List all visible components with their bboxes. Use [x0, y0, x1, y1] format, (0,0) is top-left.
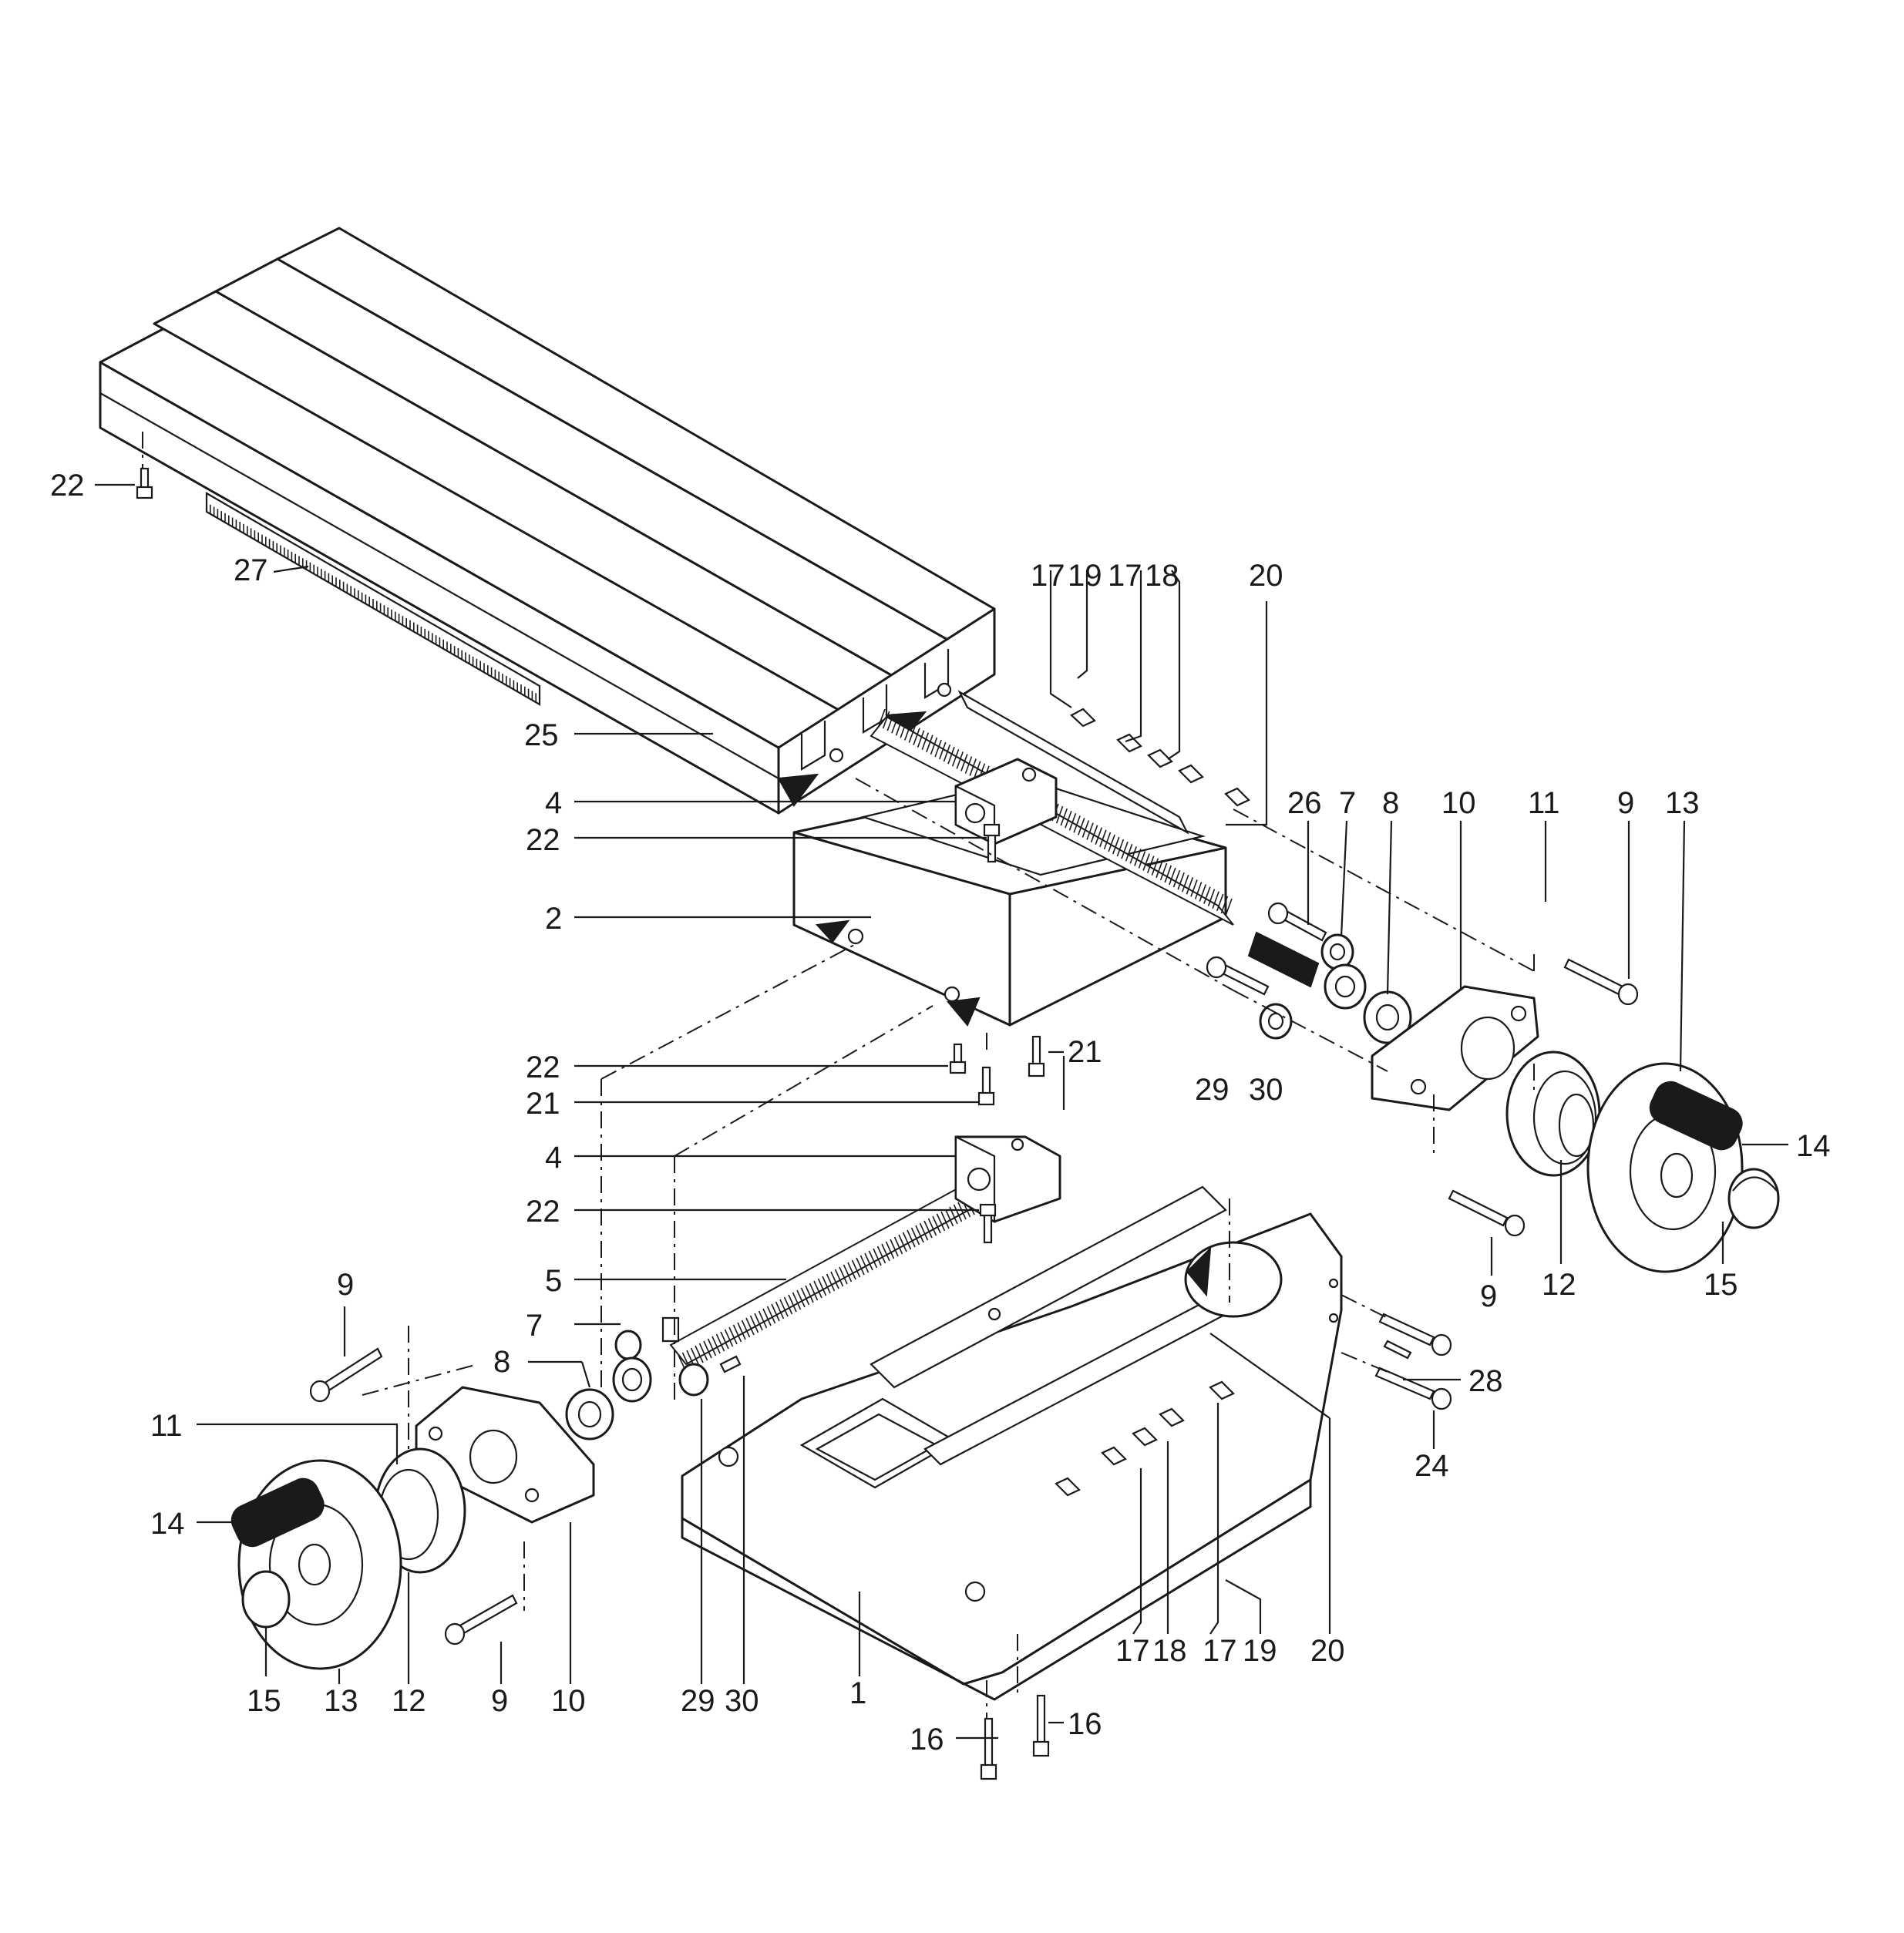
label-15: 15 — [1704, 1268, 1738, 1302]
lower-leadscrew — [669, 1135, 1061, 1373]
label-16: 16 — [1068, 1707, 1102, 1741]
label-29: 29 — [1195, 1073, 1230, 1107]
label-22: 22 — [526, 1051, 560, 1084]
label-2: 2 — [545, 902, 562, 936]
screws-28-24 — [1374, 1313, 1452, 1410]
label-11: 11 — [150, 1409, 183, 1443]
label-17: 17 — [1115, 1634, 1150, 1668]
label-17: 17 — [1031, 559, 1065, 593]
label-27: 27 — [234, 553, 268, 587]
label-21: 21 — [1068, 1035, 1102, 1069]
label-16: 16 — [910, 1723, 944, 1757]
screws — [136, 467, 1639, 1780]
label-9: 9 — [1617, 786, 1634, 820]
screw-16-right — [1032, 1694, 1050, 1757]
screw-21-right — [1028, 1035, 1045, 1077]
upper-bearing-block-10 — [1371, 985, 1539, 1111]
label-28: 28 — [1468, 1364, 1503, 1398]
label-20: 20 — [1249, 559, 1283, 593]
screw-16-left — [980, 1717, 997, 1780]
rack-27 — [205, 492, 541, 706]
leader-lines — [95, 483, 1788, 1740]
label-24: 24 — [1415, 1449, 1449, 1483]
label-17: 17 — [1203, 1634, 1237, 1668]
label-9: 9 — [491, 1684, 508, 1718]
lower-bearing-block-10 — [415, 1386, 595, 1524]
label-7: 7 — [526, 1309, 543, 1343]
label-7: 7 — [1339, 786, 1356, 820]
callout-labels: 22 27 25 4 22 2 17 19 17 18 20 26 7 8 10… — [50, 469, 1831, 1757]
label-19: 19 — [1068, 559, 1102, 593]
label-4: 4 — [545, 786, 562, 820]
screw-22-nut-top — [983, 823, 1001, 863]
label-25: 25 — [524, 718, 559, 752]
label-13: 13 — [1665, 786, 1700, 820]
label-18: 18 — [1145, 559, 1179, 593]
label-14: 14 — [1796, 1129, 1831, 1163]
upper-leadscrew — [870, 708, 1320, 988]
base-1 — [681, 1185, 1343, 1701]
label-12: 12 — [392, 1684, 426, 1718]
alignment-axes — [142, 432, 1535, 1719]
upper-gib-20 — [957, 690, 1189, 835]
lower-handwheel — [230, 1447, 466, 1670]
label-9: 9 — [1480, 1279, 1497, 1313]
screw-29-upper — [1206, 956, 1270, 996]
label-4: 4 — [545, 1141, 562, 1175]
lower-bushings — [565, 1330, 709, 1441]
label-22: 22 — [50, 469, 85, 503]
label-14: 14 — [150, 1507, 185, 1541]
label-1: 1 — [849, 1676, 866, 1710]
screw-22-top-left — [136, 467, 153, 499]
label-13: 13 — [324, 1684, 358, 1718]
label-15: 15 — [247, 1684, 281, 1718]
table-top — [99, 227, 996, 815]
label-18: 18 — [1152, 1634, 1187, 1668]
label-30: 30 — [1249, 1073, 1283, 1107]
screw-26 — [1267, 902, 1327, 942]
label-21: 21 — [526, 1087, 560, 1121]
label-12: 12 — [1542, 1268, 1576, 1302]
screw-9-upper-top — [1563, 958, 1639, 1006]
label-9: 9 — [337, 1268, 354, 1302]
small-screws-17-19-18-upper — [1070, 708, 1250, 807]
screw-9-upper-bottom — [1448, 1189, 1526, 1237]
screw-21-under-slide — [977, 1066, 995, 1106]
screw-22-under-slide — [949, 1043, 967, 1074]
upper-handwheel — [1505, 1051, 1780, 1273]
label-30: 30 — [725, 1684, 759, 1718]
screw-9-lower-bottom — [444, 1594, 518, 1646]
label-10: 10 — [551, 1684, 586, 1718]
label-11: 11 — [1528, 786, 1560, 820]
small-screws-17-18-19-lower — [1055, 1380, 1235, 1497]
screw-9-lower-top — [309, 1347, 383, 1403]
label-5: 5 — [545, 1264, 562, 1298]
label-8: 8 — [493, 1345, 510, 1379]
label-22: 22 — [526, 823, 560, 857]
label-17: 17 — [1108, 559, 1142, 593]
label-29: 29 — [681, 1684, 715, 1718]
screw-22-nut-lower — [979, 1203, 997, 1244]
label-8: 8 — [1382, 786, 1399, 820]
label-22: 22 — [526, 1195, 560, 1229]
label-10: 10 — [1441, 786, 1476, 820]
label-20: 20 — [1310, 1634, 1345, 1668]
label-19: 19 — [1243, 1634, 1277, 1668]
label-26: 26 — [1287, 786, 1322, 820]
